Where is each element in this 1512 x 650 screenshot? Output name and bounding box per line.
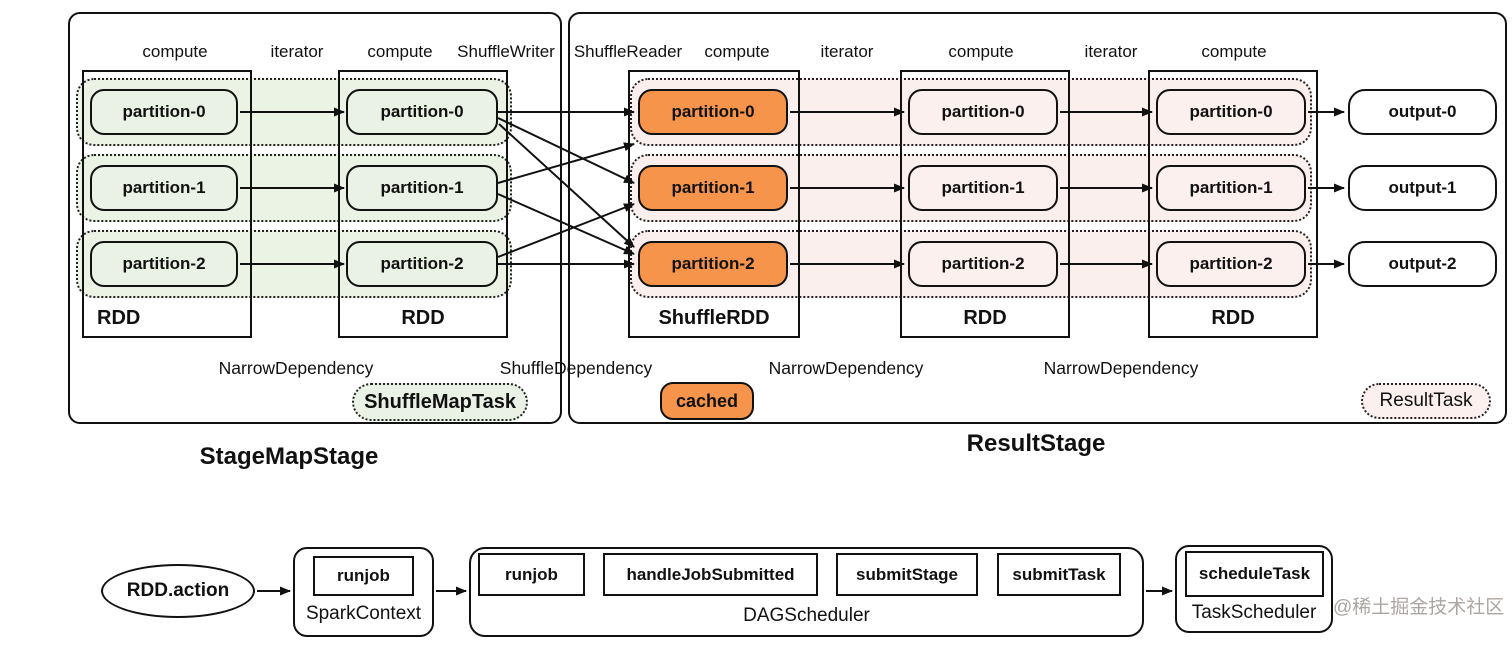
column-label: ShuffleReader — [573, 42, 683, 61]
runjob-method: runjob — [313, 556, 414, 596]
rdd4-box: RDD — [1148, 70, 1318, 338]
dependency-label: NarrowDependency — [218, 358, 374, 378]
column-label: compute — [142, 42, 208, 61]
watermark: @稀土掘金技术社区 — [1333, 597, 1505, 618]
output-box: output-0 — [1348, 89, 1497, 135]
rdd1-box: RDD — [82, 70, 252, 338]
dag-scheduler-label: DAGScheduler — [743, 605, 870, 626]
cached-partition-box: partition-0 — [638, 89, 788, 135]
partition-box: partition-2 — [90, 241, 238, 287]
partition-box: partition-0 — [346, 89, 498, 135]
dependency-label: NarrowDependency — [1043, 358, 1199, 378]
spark-context-label: SparkContext — [305, 603, 422, 624]
column-label: ShuffleWriter — [457, 42, 555, 61]
partition-box: partition-2 — [1156, 241, 1306, 287]
rdd-label: RDD — [97, 307, 141, 329]
column-label: iterator — [1084, 42, 1138, 61]
column-label: compute — [1201, 42, 1267, 61]
cached-badge: cached — [660, 382, 754, 420]
partition-box: partition-1 — [90, 165, 238, 211]
result-task-badge: ResultTask — [1361, 383, 1491, 419]
partition-box: partition-1 — [346, 165, 498, 211]
output-box: output-1 — [1348, 165, 1497, 211]
partition-box: partition-2 — [908, 241, 1058, 287]
rdd-label: RDD — [401, 307, 445, 329]
column-label: iterator — [270, 42, 324, 61]
shuffle-map-task-badge: ShuffleMapTask — [352, 383, 528, 421]
shuffle-dependency-label: ShuffleDependency — [499, 358, 653, 378]
stage-left-title: StageMapStage — [199, 443, 379, 470]
dependency-label: NarrowDependency — [768, 358, 924, 378]
partition-box: partition-0 — [908, 89, 1058, 135]
column-label: compute — [948, 42, 1014, 61]
cached-partition-box: partition-1 — [638, 165, 788, 211]
column-label: compute — [367, 42, 433, 61]
submit-stage-method: submitStage — [836, 553, 978, 596]
column-label: iterator — [820, 42, 874, 61]
column-label: compute — [704, 42, 770, 61]
schedule-task-method: scheduleTask — [1185, 551, 1324, 597]
partition-box: partition-0 — [1156, 89, 1306, 135]
output-box: output-2 — [1348, 241, 1497, 287]
rdd-label: RDD — [1211, 307, 1255, 329]
partition-box: partition-1 — [1156, 165, 1306, 211]
rdd-label: RDD — [963, 307, 1007, 329]
rdd-action-ellipse: RDD.action — [101, 564, 255, 618]
rdd3-box: RDD — [900, 70, 1070, 338]
partition-box: partition-2 — [346, 241, 498, 287]
submit-task-method: submitTask — [997, 553, 1121, 596]
stage-right-title: ResultStage — [966, 430, 1106, 457]
rdd-label: ShuffleRDD — [658, 307, 770, 329]
handle-job-submitted-method: handleJobSubmitted — [603, 553, 818, 596]
partition-box: partition-1 — [908, 165, 1058, 211]
task-scheduler-label: TaskScheduler — [1191, 602, 1317, 623]
partition-box: partition-0 — [90, 89, 238, 135]
runjob-method: runjob — [478, 553, 585, 596]
cached-partition-box: partition-2 — [638, 241, 788, 287]
